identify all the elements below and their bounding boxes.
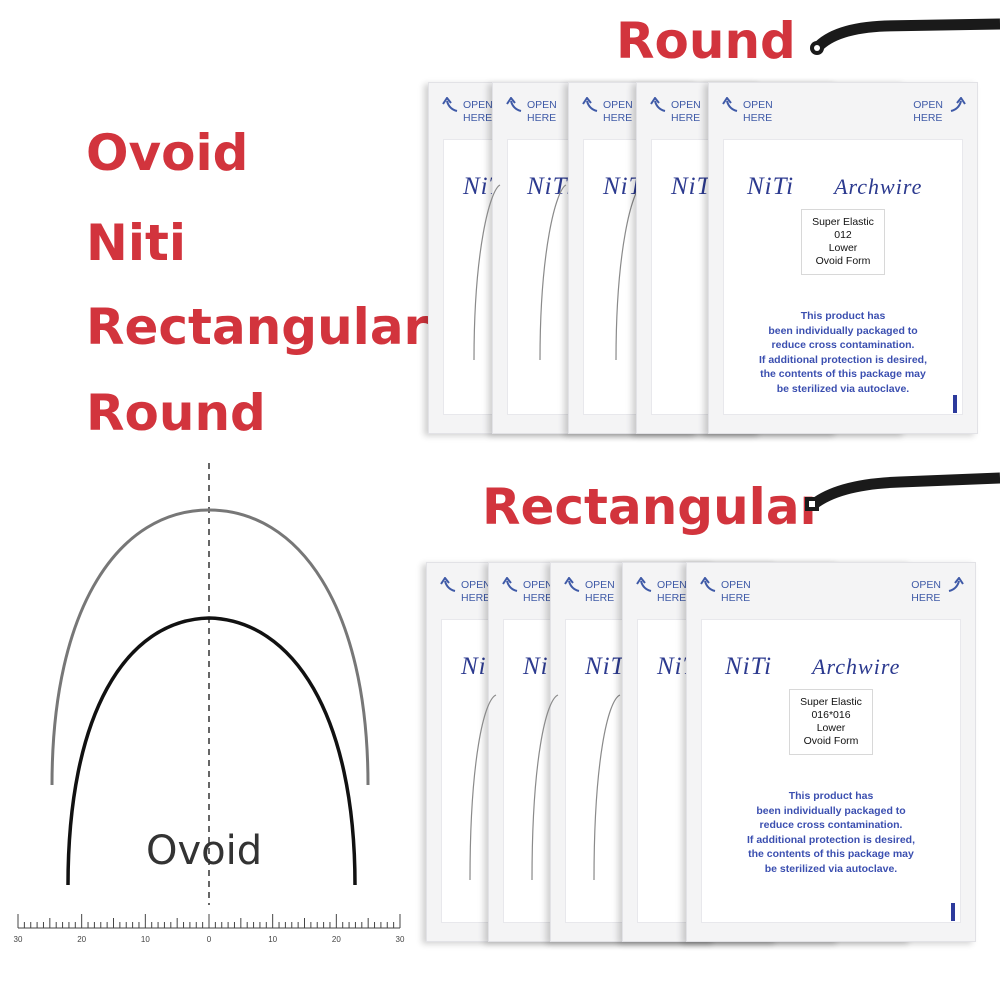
heading-ovoid: Ovoid (86, 124, 249, 182)
heading-niti: Niti (86, 214, 187, 272)
title-rectangular: Rectangular (482, 478, 825, 536)
blue-seal-mark (953, 395, 957, 413)
notice-line: If additional protection is desired, (758, 353, 928, 366)
spec-line: 016*016 (811, 709, 851, 721)
ruler-number: 10 (268, 935, 278, 944)
ovoid-arch-diagram (17, 463, 401, 929)
round-wire-icon (810, 18, 1000, 55)
spec-line: Super Elastic (800, 696, 862, 708)
inner-arch (66, 616, 357, 886)
spec-line: Lower (816, 722, 846, 734)
spec-line: Lower (828, 242, 858, 254)
notice-line: This product has (800, 310, 886, 322)
ruler-number: 20 (331, 935, 341, 944)
brand-archwire: Archwire (834, 174, 923, 199)
outer-arch (50, 508, 370, 786)
notice-line: been individually packaged to (756, 804, 906, 817)
open-arrow-icon (948, 577, 964, 592)
sterilization-notice: This product has been individually packag… (687, 789, 975, 876)
ruler-number: 10 (140, 935, 150, 944)
heading-round: Round (86, 384, 266, 442)
title-round: Round (616, 12, 796, 70)
brand-name: NiTi Archwire (725, 653, 900, 681)
notice-line: reduce cross contamination. (771, 339, 915, 351)
blue-seal-mark (951, 903, 955, 921)
notice-line: be sterilized via autoclave. (776, 382, 910, 395)
notice-line: been individually packaged to (768, 324, 918, 337)
brand-archwire: Archwire (812, 654, 901, 679)
open-arrow-icon (700, 577, 716, 592)
spec-line: Ovoid Form (803, 735, 859, 747)
heading-rectangular-plus: Rectangular+ (86, 298, 471, 356)
open-arrow-icon (722, 97, 738, 112)
ruler-number: 30 (395, 935, 405, 944)
open-arrow-icon (506, 97, 522, 112)
ruler-number: 0 (206, 935, 212, 944)
open-arrow-icon (636, 577, 652, 592)
notice-line: This product has (788, 790, 874, 802)
notice-line: be sterilized via autoclave. (764, 862, 898, 875)
open-arrow-icon (442, 97, 458, 112)
ruler-number: 20 (77, 935, 87, 944)
open-arrow-icon (564, 577, 580, 592)
open-arrow-icon (650, 97, 666, 112)
notice-line: reduce cross contamination. (759, 819, 903, 831)
spec-line: 012 (834, 229, 852, 241)
brand-niti: NiTi (747, 173, 795, 200)
open-arrow-icon (582, 97, 598, 112)
notice-line: the contents of this package may (748, 848, 914, 860)
spec-line: Super Elastic (812, 216, 874, 228)
brand-name: NiTi Archwire (747, 173, 922, 201)
rectangular-wire-icon (805, 472, 1000, 511)
shape-label: Ovoid (146, 828, 263, 874)
sterilization-notice: This product has been individually packag… (709, 309, 977, 396)
open-arrow-icon (440, 577, 456, 592)
notice-line: If additional protection is desired, (746, 833, 916, 846)
brand-niti: NiTi (725, 653, 773, 680)
ruler-number: 30 (13, 935, 23, 944)
spec-line: Ovoid Form (815, 255, 871, 267)
notice-line: the contents of this package may (760, 368, 926, 380)
open-arrow-icon (950, 97, 966, 112)
open-arrow-icon (502, 577, 518, 592)
